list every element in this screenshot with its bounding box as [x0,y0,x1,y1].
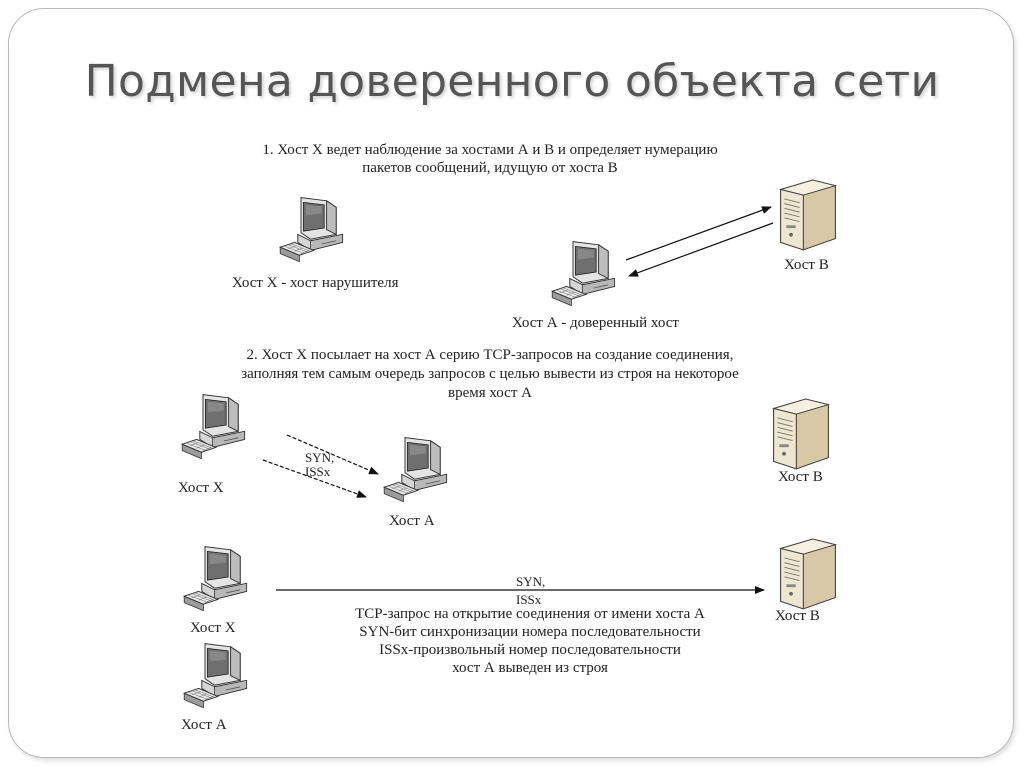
computer-icon [383,437,448,503]
server-icon [780,538,836,610]
step1-description-line2: пакетов сообщений, идущую от хоста В [362,160,618,176]
step3-caption-line3: ISSx-произвольный номер последовательнос… [379,642,681,658]
arrow-a-to-b [625,206,772,261]
packet-label-issx: ISSx [305,464,331,479]
slide-frame [8,8,1014,758]
host-x-label: Хост Х - хост нарушителя [232,275,399,291]
slide-title: Подмена доверенного объекта сети [84,56,940,107]
host-b-label: Хост В [775,608,820,624]
computer-icon [181,394,246,460]
syn-arrow-upper [286,434,379,475]
step2-description-line3: время хост А [448,385,532,401]
host-x-label: Хост Х [178,480,224,496]
host-x-label: Хост Х [190,620,236,636]
host-a-label: Хост А [181,717,227,733]
packet-label-syn: SYN, [305,450,335,465]
packet-label-syn: SYN, [516,574,546,589]
server-icon [773,398,829,470]
host-b-label: Хост В [784,257,829,273]
host-a-label: Хост А [389,513,435,529]
step3-caption-line4: хост А выведен из строя [452,660,608,676]
packet-label-issx: ISSx [516,592,542,607]
computer-icon [279,197,344,263]
server-icon [780,179,836,251]
step2-description-line1: 2. Хост Х посылает на хост А серию ТСР-з… [246,347,734,363]
step2-description-line2: заполняя тем самым очередь запросов с це… [241,366,739,382]
computer-icon [183,545,248,612]
host-b-label: Хост В [778,469,823,485]
arrow-b-to-a [628,222,774,277]
syn-arrow-lower [262,459,367,498]
step1-description-line1: 1. Хост Х ведет наблюдение за хостами А … [262,142,718,158]
computer-icon [183,642,248,709]
step3-caption-line2: SYN-бит синхронизации номера последовате… [359,624,701,640]
computer-icon [551,241,616,307]
step3-caption-line1: ТСР-запрос на открытие соединения от име… [355,606,705,622]
host-a-label: Хост А - доверенный хост [512,315,679,331]
